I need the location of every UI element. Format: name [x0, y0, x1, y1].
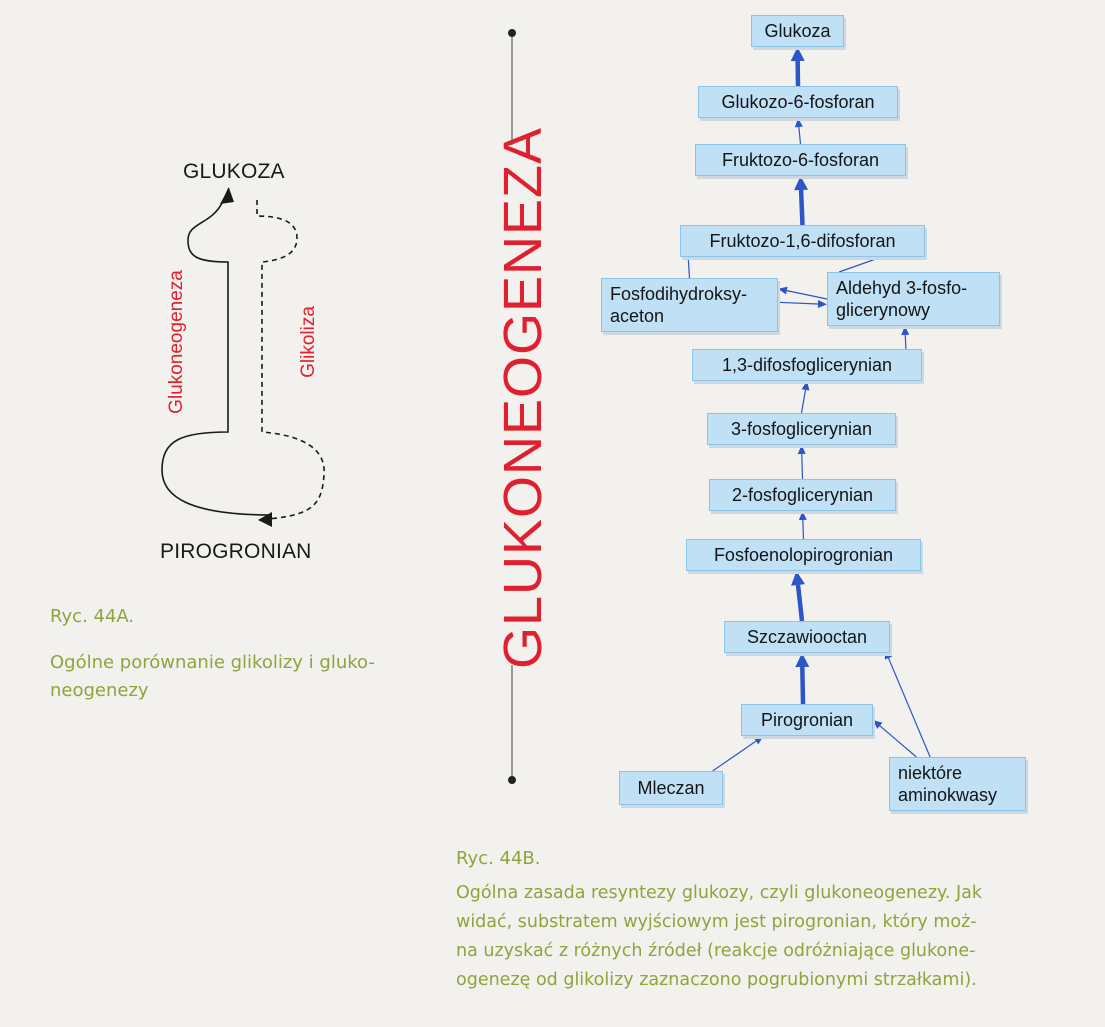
arrowhead-lac-to-pyr	[753, 736, 764, 745]
arrowhead-oaa-to-pep	[791, 571, 805, 586]
arrow-f6p-to-g6p	[798, 126, 802, 145]
node-pirogronian: Pirogronian	[741, 704, 873, 736]
arrow-lac-to-pyr	[712, 740, 757, 772]
node-2-fosfoglicerynian: 2-fosfoglicerynian	[709, 479, 896, 511]
node-aldehyd-3-fosfoglicerynowy: Aldehyd 3-fosfo- glicerynowy	[827, 272, 1000, 326]
arrow-pg2-to-pg3	[801, 453, 804, 480]
arrow-oaa-to-pep	[795, 584, 805, 622]
arrow-pg3-to-bpg13	[800, 389, 807, 414]
caption-b-text: Ogólna zasada resyntezy glukozy, czyli g…	[456, 883, 983, 990]
arrowhead-aa-to-pyr	[873, 720, 883, 729]
divider-dot-bottom	[508, 776, 516, 784]
node-3-fosfoglicerynian: 3-fosfoglicerynian	[707, 413, 896, 445]
arrow-dhap-to-f16bp	[687, 253, 691, 279]
gluconeogenesis-path	[161, 187, 273, 516]
arrowhead-bpg13-to-gap	[901, 326, 910, 336]
caption-a-title: Ryc. 44A.	[50, 606, 135, 627]
caption-b-title: Ryc. 44B.	[456, 848, 541, 869]
arrowhead-gap-to-dhap	[778, 286, 788, 295]
glukoza-label: GLUKOZA	[183, 160, 285, 183]
arrow-pyr-to-oaa	[800, 666, 806, 705]
node-niektore-aminokwasy: niektóre aminokwasy	[889, 757, 1026, 811]
arrowhead-to-glukoza	[220, 188, 234, 204]
arrow-aa-to-pyr	[879, 725, 917, 758]
node-fosfoenolopirogronian: Fosfoenolopirogronian	[686, 539, 921, 571]
arrowhead-dhap-to-gap	[817, 300, 827, 309]
arrow-pep-to-pg2	[802, 519, 805, 540]
divider-dot-top	[508, 29, 516, 37]
arrowhead-pg2-to-pg3	[797, 445, 806, 455]
arrow-f16bp-to-f6p	[798, 189, 805, 226]
arrowhead-to-pirogronian	[258, 512, 272, 527]
node-glukozo-6-fosforan: Glukozo-6-fosforan	[698, 86, 898, 118]
pirogronian-label: PIROGRONIAN	[160, 540, 312, 563]
node-mleczan: Mleczan	[619, 771, 723, 805]
node-glukoza: Glukoza	[751, 15, 844, 47]
arrowhead-pyr-to-oaa	[795, 653, 810, 668]
arrow-dhap-to-gap	[777, 301, 819, 305]
arrow-gap-to-dhap	[786, 290, 828, 300]
arrowhead-g6p-to-glukoza	[790, 47, 805, 62]
arrowhead-pg3-to-bpg13	[801, 381, 810, 391]
node-szczawiooctan: Szczawiooctan	[724, 621, 890, 653]
arrowhead-f6p-to-g6p	[794, 118, 803, 128]
arrowhead-pep-to-pg2	[798, 511, 807, 521]
node-fruktozo-1-6-difosforan: Fruktozo-1,6-difosforan	[680, 225, 925, 257]
arrow-aa-to-oaa	[887, 657, 931, 758]
node-fosfodihydroksyaceton: Fosfodihydroksy- aceton	[601, 278, 778, 332]
node-1-3-difosfoglicerynian: 1,3-difosfoglicerynian	[692, 349, 922, 381]
caption-a-text: Ogólne porównanie glikolizy i gluko- neo…	[50, 652, 375, 701]
arrowhead-f16bp-to-f6p	[794, 176, 809, 191]
glycolysis-path	[256, 200, 325, 520]
node-fruktozo-6-fosforan: Fruktozo-6-fosforan	[695, 144, 906, 176]
arrow-bpg13-to-gap	[904, 334, 907, 350]
